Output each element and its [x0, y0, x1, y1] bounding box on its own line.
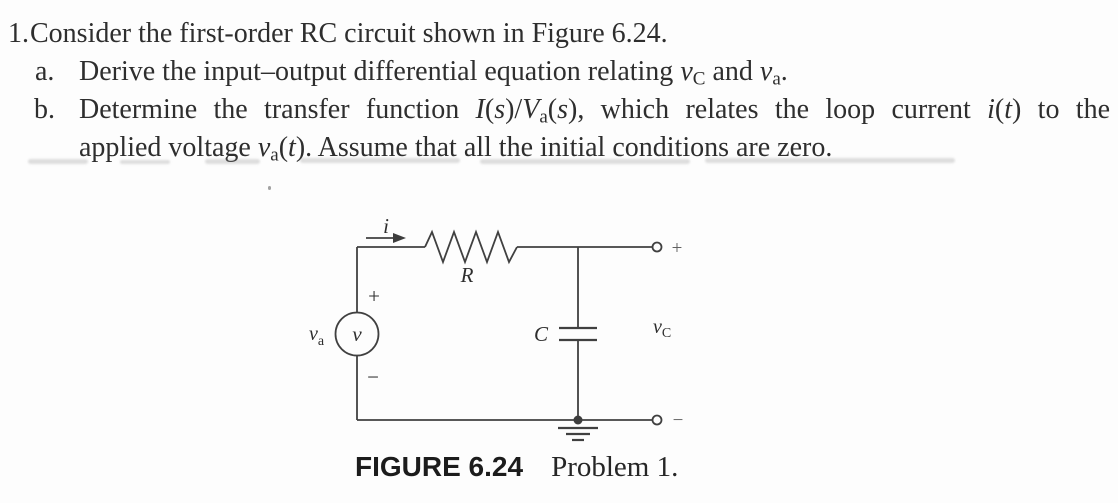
ground-symbol [558, 426, 598, 442]
terminal-minus-sign: − [673, 410, 684, 431]
current-arrow-icon [366, 233, 406, 243]
terminal-positive [651, 241, 663, 253]
problem-intro: Consider the first-order RC circuit show… [30, 18, 668, 49]
figure-caption-label: FIGURE 6.24 [355, 451, 524, 482]
item-a-label: a. [35, 56, 55, 87]
terminal-plus-sign: + [672, 238, 683, 259]
capacitor-label: C [534, 322, 549, 346]
scan-artifact [205, 159, 260, 164]
item-a-text: Derive the input–output differential equ… [79, 56, 788, 90]
scan-artifact [480, 159, 690, 164]
figure-caption-text: Problem 1. [551, 451, 679, 483]
item-b-line1: Determine the transfer function I(s)/Va(… [79, 94, 1111, 128]
source-voltage-label: va [309, 323, 325, 349]
problem-number: 1. [8, 18, 29, 49]
scan-artifact [705, 158, 955, 163]
item-b-line2: applied voltage va(t). Assume that all t… [79, 132, 833, 166]
resistor-label: R [460, 263, 474, 287]
item-b-label: b. [34, 94, 55, 125]
current-label: i [383, 214, 389, 238]
source-inner-label: v [352, 322, 362, 346]
scan-artifact [28, 159, 88, 164]
scan-speck [268, 186, 271, 190]
terminal-negative [651, 414, 663, 426]
source-plus-sign: + [368, 284, 380, 308]
source-minus-sign: − [367, 365, 379, 389]
figure-caption: FIGURE 6.24 Problem 1. [355, 451, 678, 484]
resistor-symbol [424, 229, 518, 265]
scan-artifact [300, 158, 460, 163]
scan-artifact [120, 160, 170, 164]
output-voltage-label: vC [653, 316, 671, 341]
voltage-source-symbol [334, 311, 380, 357]
junction-dot [573, 415, 583, 425]
